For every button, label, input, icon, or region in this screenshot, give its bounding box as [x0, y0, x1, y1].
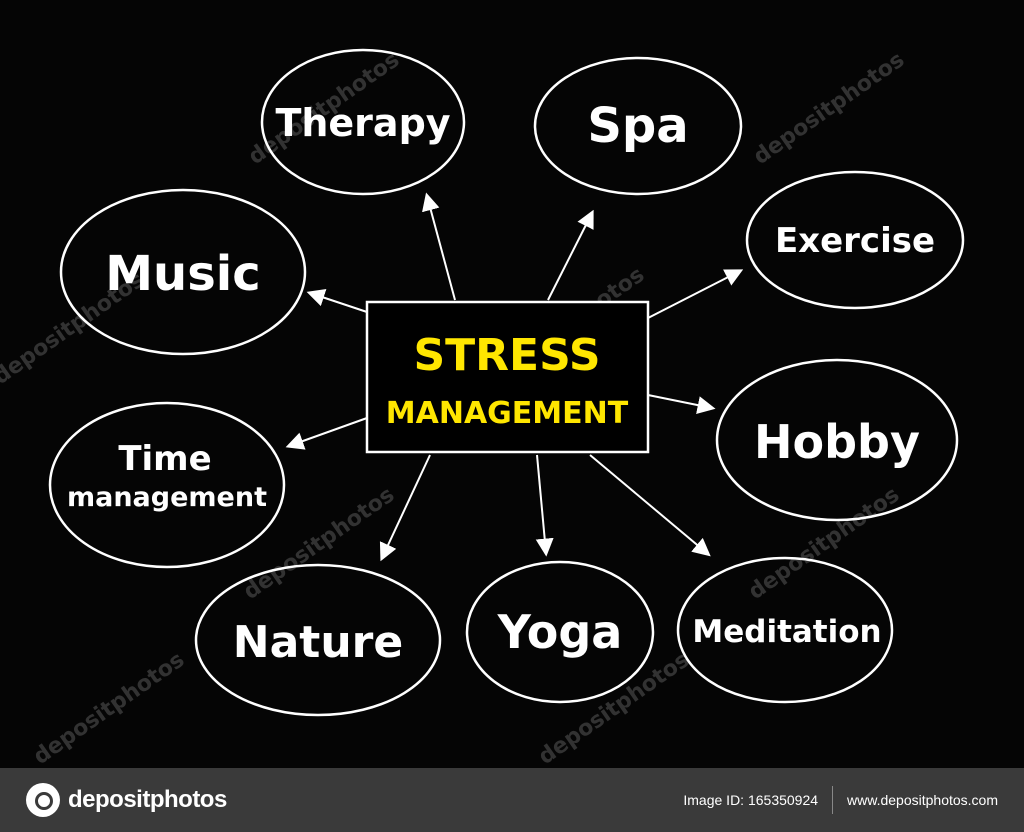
arrow-to-time-management — [285, 417, 368, 450]
footer-divider — [832, 786, 834, 814]
connector-arrows — [285, 192, 744, 562]
node-label-spa: Spa — [587, 98, 688, 154]
node-labels: Therapy Spa Exercise Music Hobby Time ma… — [67, 98, 935, 668]
image-id-text: Image ID: 165350924 — [683, 792, 819, 808]
footer-bar: depositphotos Image ID: 165350924 www.de… — [0, 768, 1024, 832]
mind-map-board: depositphotos depositphotos depositphoto… — [0, 47, 965, 768]
node-label-management: management — [67, 482, 267, 513]
brand-logo[interactable]: depositphotos — [26, 783, 227, 817]
watermark-text: depositphotos — [749, 47, 909, 170]
node-label-meditation: Meditation — [692, 614, 881, 650]
arrow-to-spa — [547, 209, 594, 301]
node-spa-ellipse — [533, 56, 743, 196]
node-label-yoga: Yoga — [497, 605, 623, 659]
node-label-time: Time — [118, 439, 211, 479]
watermark-text: depositphotos — [29, 647, 189, 768]
site-url-link[interactable]: www.depositphotos.com — [847, 792, 998, 808]
center-title-line1: STRESS — [413, 330, 600, 381]
node-label-exercise: Exercise — [775, 221, 935, 261]
node-time-management-ellipse — [48, 401, 286, 569]
center-box — [365, 300, 650, 454]
watermark-text: depositphotos — [744, 482, 904, 605]
center-topic: STRESS MANAGEMENT — [365, 300, 650, 454]
node-exercise-ellipse — [745, 170, 965, 310]
camera-lens-icon — [26, 783, 60, 817]
arrow-to-music — [306, 289, 368, 313]
arrow-to-exercise — [647, 269, 744, 319]
node-label-nature: Nature — [233, 617, 403, 668]
brand-name: depositphotos — [68, 786, 227, 813]
node-therapy-ellipse — [260, 48, 466, 196]
mind-map-diagram: depositphotos depositphotos depositphoto… — [0, 47, 965, 768]
node-yoga-ellipse — [465, 560, 655, 704]
watermark-text: depositphotos — [534, 647, 694, 768]
arrow-to-hobby — [647, 394, 716, 414]
node-hobby-ellipse — [715, 358, 959, 522]
node-nature-ellipse — [194, 563, 442, 717]
arrow-to-nature — [379, 454, 431, 562]
node-label-therapy: Therapy — [275, 101, 450, 145]
node-label-music: Music — [105, 246, 260, 302]
arrow-to-yoga — [535, 454, 554, 557]
node-label-hobby: Hobby — [754, 415, 920, 469]
node-music-ellipse — [59, 188, 307, 356]
center-title-line2: MANAGEMENT — [386, 396, 629, 431]
arrow-to-meditation — [589, 454, 711, 557]
node-meditation-ellipse — [676, 556, 894, 704]
arrow-to-therapy — [422, 192, 456, 301]
